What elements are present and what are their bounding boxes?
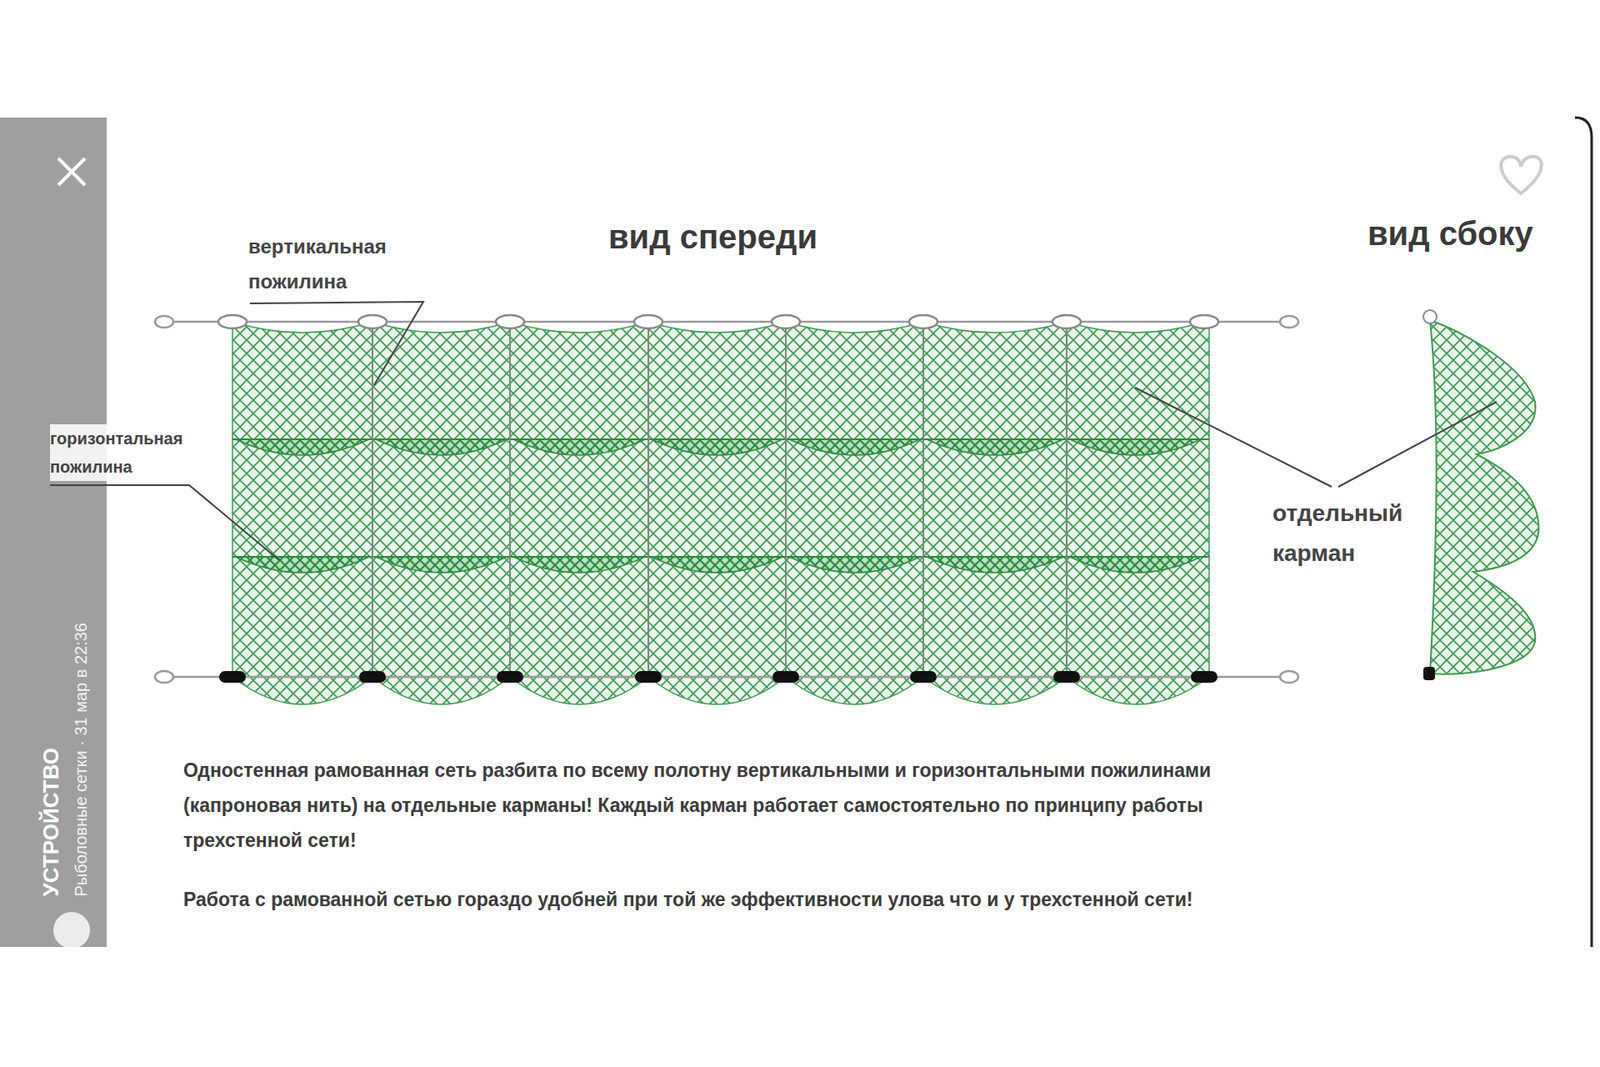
logo-icon — [53, 911, 90, 949]
view-heading: вид спереди — [608, 218, 818, 256]
sidebar-subtitle: Рыболовные сетки · 31 мар в 22:36 — [71, 622, 91, 897]
view-heading: вид сбоку — [1367, 215, 1534, 253]
part-label: вертикальная пожилина — [248, 229, 403, 300]
frame-edge — [1575, 117, 1592, 947]
close-icon — [58, 158, 85, 185]
note-text: Работа с рамованной сетью гораздо удобне… — [183, 888, 1193, 911]
heart-icon — [1500, 156, 1542, 194]
front-view-net — [155, 315, 1299, 705]
screenshot-frame — [0, 117, 1600, 947]
part-label: горизонтальная пожилина — [50, 424, 192, 481]
sidebar — [0, 117, 107, 947]
sidebar-title: УСТРОЙСТВО — [38, 747, 65, 896]
caption-text: Одностенная рамованная сеть разбита по в… — [183, 752, 1225, 858]
part-label: отдельный карман — [1272, 493, 1431, 574]
side-view-net — [1423, 310, 1539, 680]
